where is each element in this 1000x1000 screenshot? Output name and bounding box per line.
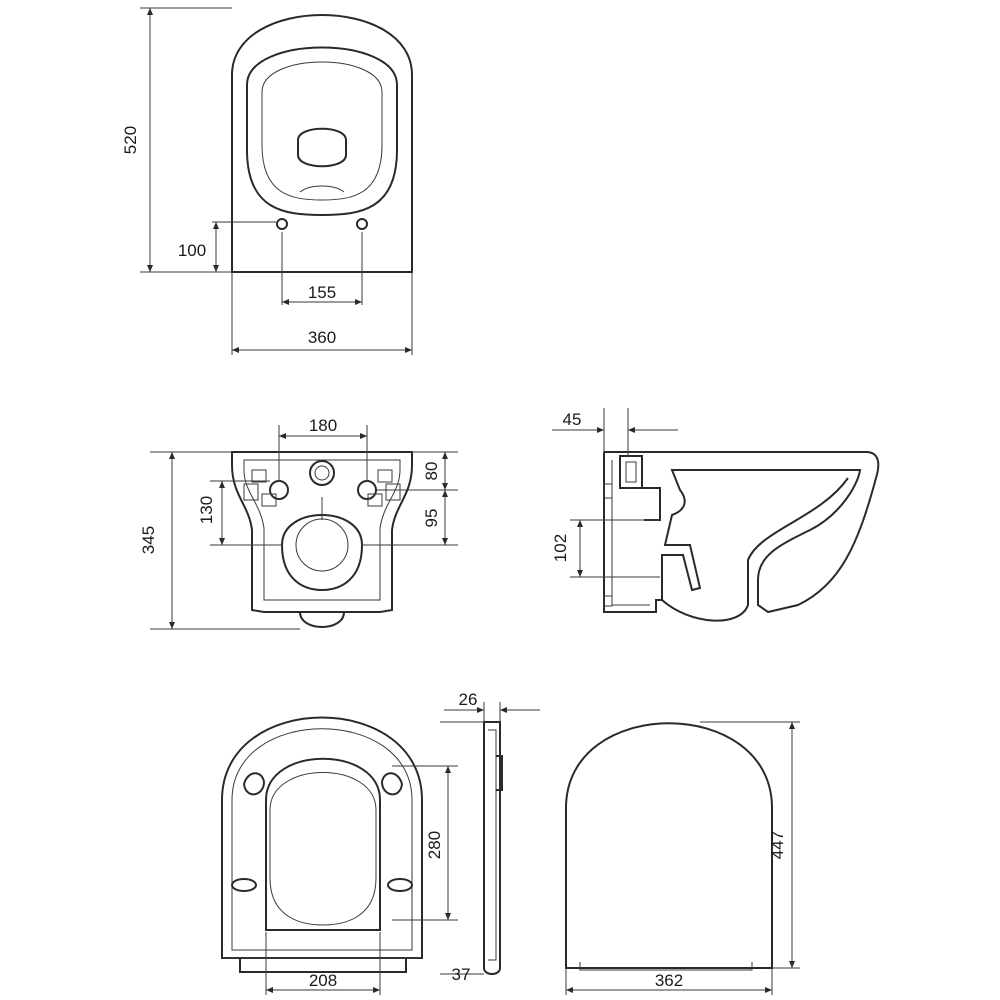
dim-lid-length: 447 [768, 831, 787, 859]
inlet-port [309, 460, 335, 486]
dim-top-hole-spacing: 155 [308, 283, 336, 302]
seat-side-hinge [496, 755, 503, 791]
side-view: 45 102 [551, 408, 880, 622]
side-back-wall [603, 452, 662, 613]
side-outlet-pipe [642, 487, 661, 521]
bowl-outline [231, 14, 413, 273]
dim-rear-height: 345 [139, 526, 158, 554]
dim-side-outlet-projection: 45 [563, 410, 582, 429]
seat-side-view: 26 37 [440, 690, 540, 984]
dim-lid-width: 362 [655, 971, 683, 990]
dim-rear-mount-height: 130 [197, 496, 216, 524]
mount-hole-right [357, 480, 377, 500]
side-bowl-outline [604, 451, 880, 622]
lid-outline [565, 722, 773, 969]
dim-top-hole-offset: 100 [178, 241, 206, 260]
lid-view: 447 362 [565, 721, 800, 995]
seat-outer [221, 716, 423, 959]
bowl-inner [280, 514, 364, 592]
dim-seat-side-height: 37 [452, 965, 471, 984]
buffer-top-right [380, 772, 404, 796]
dim-seat-hinge-distance: 280 [425, 831, 444, 859]
rear-view: 180 345 130 80 95 [139, 416, 458, 630]
dim-seat-thickness: 26 [459, 690, 478, 709]
rim-outline [246, 46, 398, 217]
drain-lip [299, 185, 345, 193]
outlet-stub [299, 611, 345, 628]
buffer-top-left [242, 772, 266, 796]
fixing-hole-right [356, 218, 368, 230]
dim-rear-mount-spacing: 180 [309, 416, 337, 435]
drain-outline [297, 127, 347, 168]
seat-side-outline [483, 721, 501, 975]
dim-seat-hinge-width: 208 [309, 971, 337, 990]
dim-side-outlet-height: 102 [551, 534, 570, 562]
hinge-bar [239, 958, 407, 973]
top-view: 520 100 155 360 [121, 7, 413, 355]
mount-hole-left [269, 480, 289, 500]
seat-opening [265, 757, 381, 931]
buffer-bottom-left [231, 878, 257, 892]
dim-rear-top-offset: 80 [422, 462, 441, 481]
bowl-opening [261, 61, 383, 201]
dim-rear-outlet-offset: 95 [422, 509, 441, 528]
side-inlet [619, 455, 643, 489]
seat-view: 280 208 [221, 716, 458, 995]
fixing-hole-left [276, 218, 288, 230]
rear-outline [231, 451, 413, 613]
buffer-bottom-right [387, 878, 413, 892]
dim-top-height: 520 [121, 126, 140, 154]
dim-top-width: 360 [308, 328, 336, 347]
